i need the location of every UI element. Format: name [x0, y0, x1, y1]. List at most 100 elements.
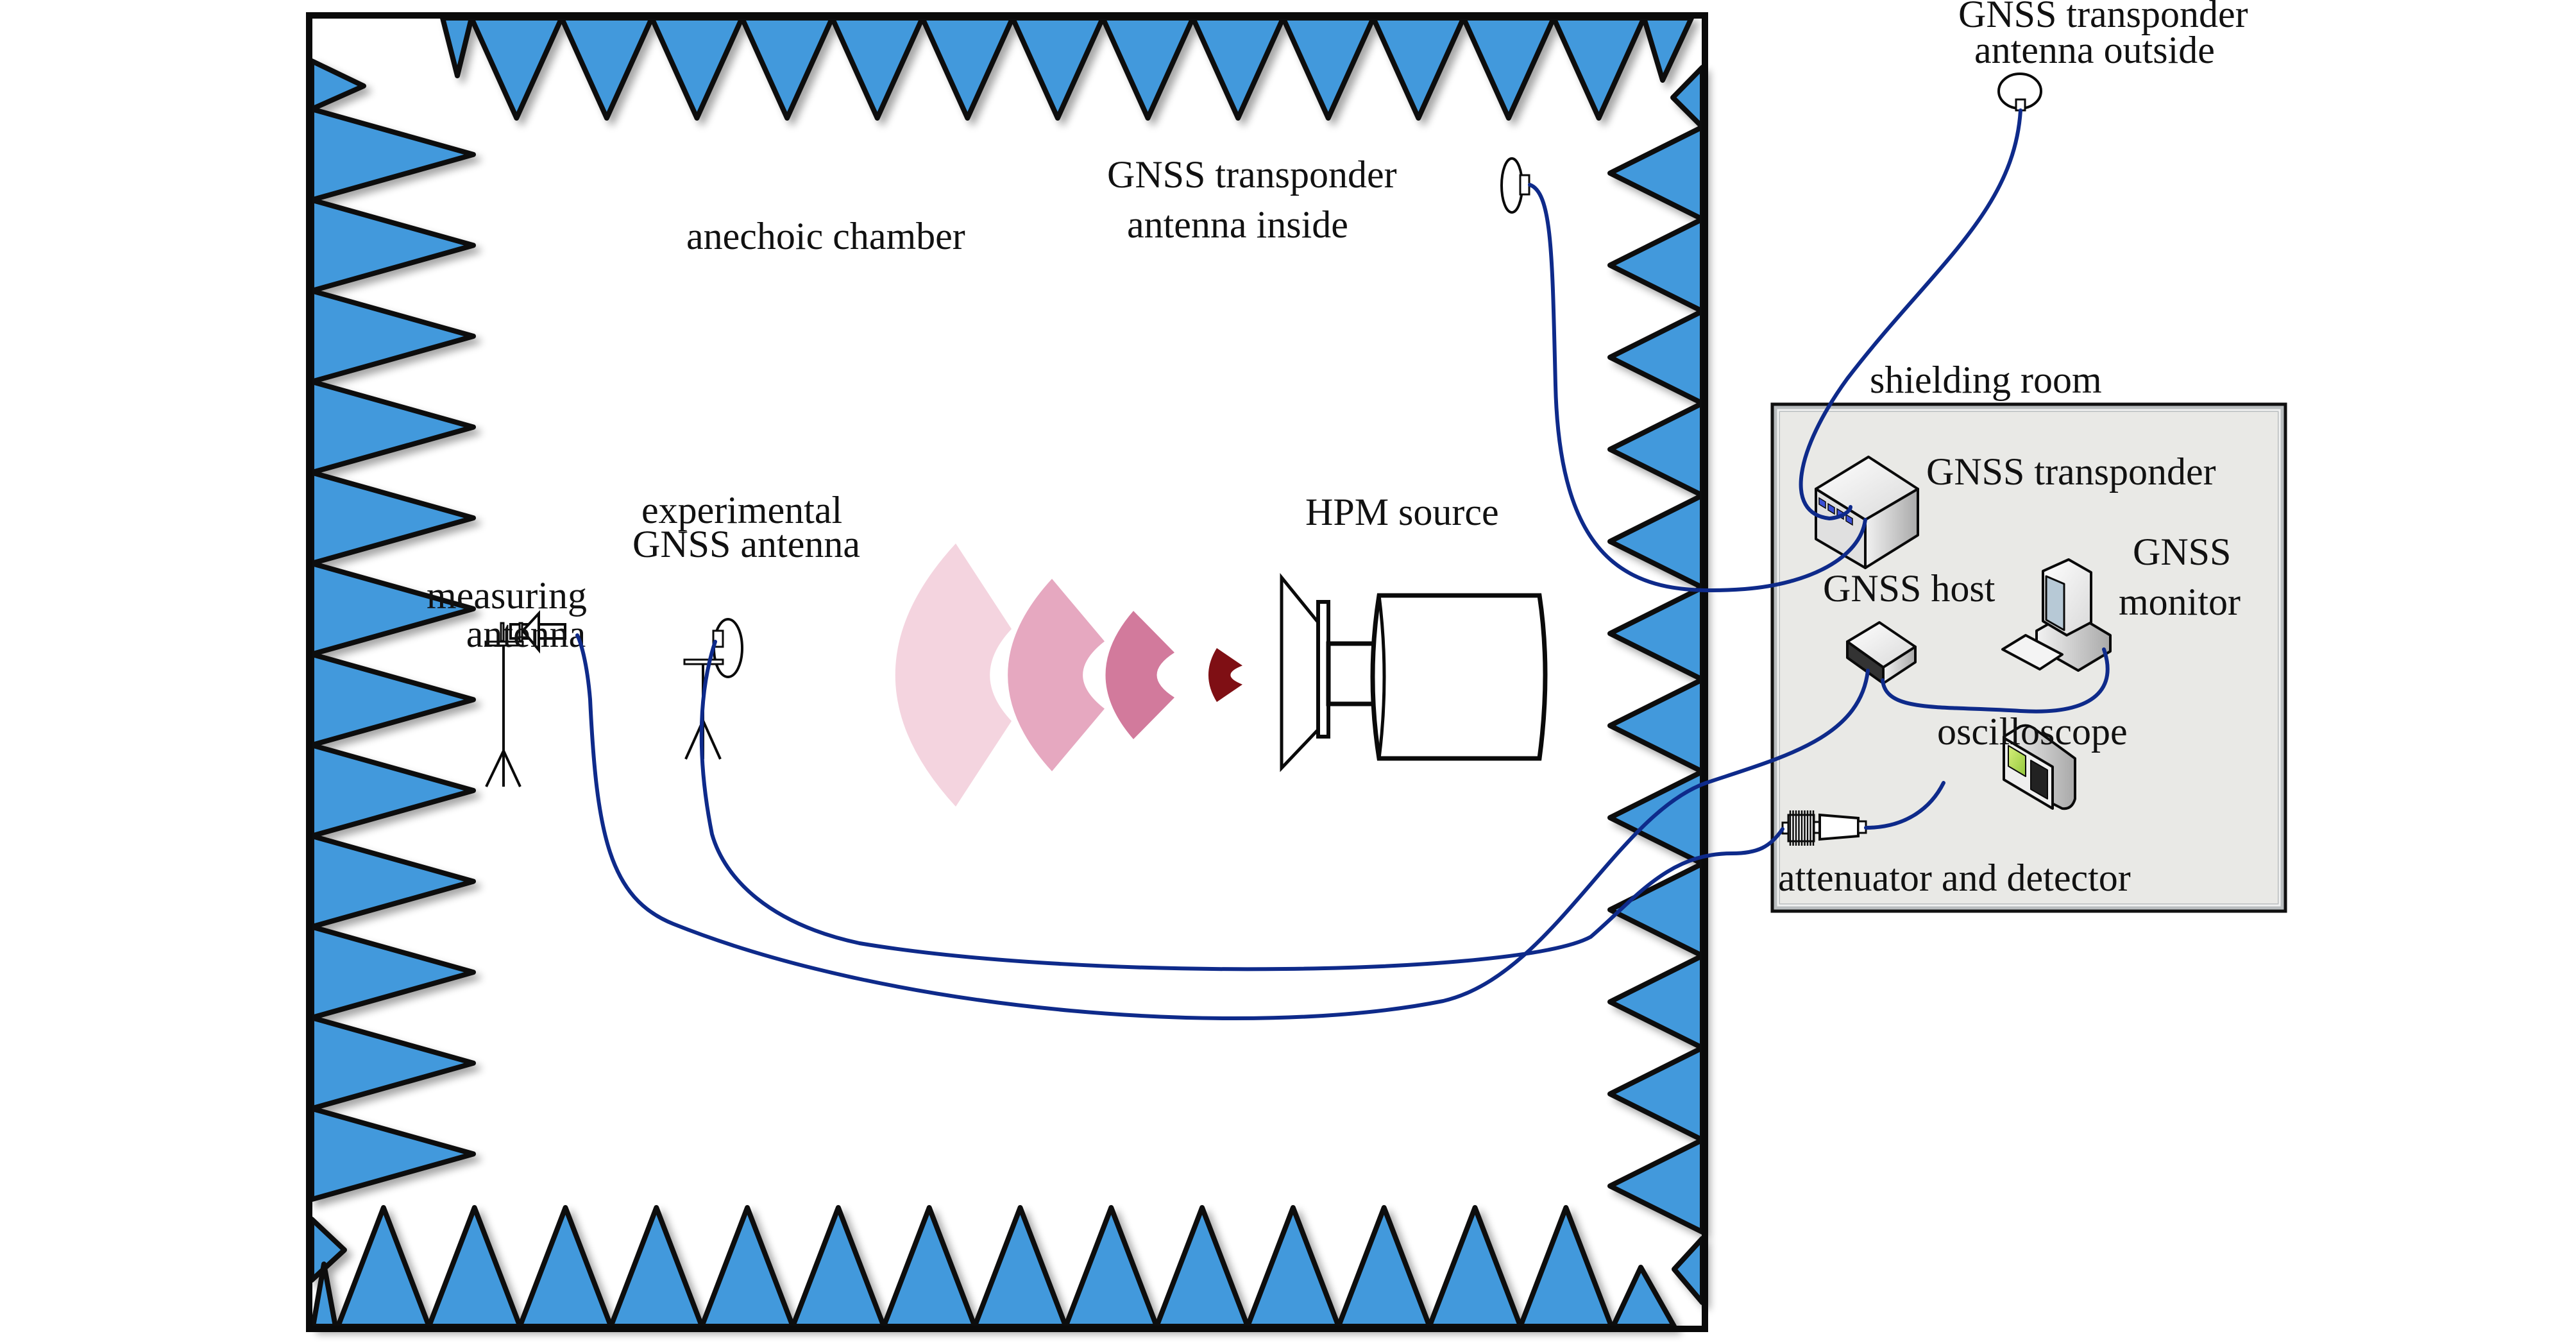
absorber-spike-top	[829, 15, 925, 121]
gnss-transponder-label: GNSS transponder	[1926, 450, 2216, 493]
absorber-spike-left	[309, 1106, 476, 1202]
absorber-spike-top	[1280, 15, 1376, 121]
absorber-spike-left	[309, 197, 476, 294]
waveguide	[1326, 641, 1377, 706]
transponder-antenna-outside	[1997, 73, 2042, 112]
absorber-spike-top	[1551, 15, 1647, 121]
attenuator-and-detector	[1781, 810, 1867, 846]
anechoic-chamber	[306, 12, 1708, 1332]
absorber-spike-bottom	[1154, 1205, 1250, 1329]
wave-arc-2	[1008, 579, 1105, 771]
absorber-spike-top	[739, 15, 835, 121]
anechoic-chamber-label: anechoic chamber	[686, 215, 965, 257]
wave-arc-1	[895, 543, 1012, 807]
measuring-tripod-leg-r	[502, 750, 521, 787]
absorber-spike-right	[1607, 400, 1705, 498]
shielding-room-bevel	[1777, 409, 2281, 907]
experimental-antenna-label-2: GNSS antenna	[632, 523, 860, 565]
absorber-spike-bottom	[881, 1205, 978, 1329]
absorber-spike-right	[1607, 769, 1705, 866]
wave-arc-3	[1105, 611, 1174, 739]
hpm-radiation-waves	[895, 543, 1242, 807]
absorber-spike-top	[440, 15, 474, 78]
absorber-spike-bottom	[1245, 1205, 1341, 1329]
absorber-spike-bottom	[1063, 1205, 1160, 1329]
absorber-spike-left	[309, 107, 476, 203]
experimental-gnss-antenna	[683, 618, 743, 760]
inside-antenna-label-1: GNSS transponder	[1107, 153, 1397, 196]
absorber-spike-bottom	[517, 1205, 614, 1329]
gnss-host-device	[1846, 621, 1917, 685]
measuring-antenna-horn	[521, 610, 540, 654]
measuring-tripod-leg-l	[485, 750, 505, 787]
absorber-spike-bottom	[426, 1205, 523, 1329]
inside-antenna-feed	[1519, 174, 1530, 196]
absorber-spike-right	[1607, 216, 1705, 314]
generator-rim	[1377, 595, 1386, 759]
experimental-antenna-mount	[683, 658, 724, 665]
gnss-monitor-label-1: GNSS	[2133, 531, 2231, 573]
absorber-spike-left	[309, 470, 476, 566]
transponder-port	[1827, 502, 1835, 515]
absorber-spike-left	[309, 1015, 476, 1111]
absorber-spike-left	[309, 379, 476, 475]
absorber-spike-left	[309, 924, 476, 1020]
gnss-monitor-computer	[2001, 558, 2112, 672]
cables	[575, 108, 2110, 1020]
keyboard	[2001, 634, 2063, 671]
experimental-antenna-dish	[713, 618, 743, 678]
gnss-host-label: GNSS host	[1823, 567, 1996, 610]
absorber-spike-right	[1672, 1236, 1705, 1305]
chamber-wall	[306, 12, 1708, 1332]
cable-host-to-monitor	[1881, 647, 2110, 714]
absorber-spike-top	[1371, 15, 1466, 121]
absorber-spike-top	[920, 15, 1015, 121]
absorber-spike-top	[1641, 15, 1694, 83]
monitor-screen	[2045, 575, 2065, 631]
scope-screen	[2008, 745, 2026, 777]
wave-arc-4	[1208, 648, 1242, 702]
transponder-port	[1818, 497, 1826, 509]
oscilloscope-label: oscilloscope	[1937, 710, 2128, 753]
absorber-spike-top	[1010, 15, 1106, 121]
transponder-antenna-inside	[1500, 157, 1530, 214]
detector-body	[1818, 813, 1860, 841]
measuring-antenna-label-1: measuring	[427, 574, 587, 617]
absorber-spike-top	[1461, 15, 1557, 121]
experimental-antenna-label-1: experimental	[641, 489, 842, 531]
attenuator-heatsink	[1787, 810, 1815, 846]
absorber-spike-bottom	[790, 1205, 886, 1329]
absorber-spikes	[309, 15, 1705, 1329]
inside-antenna-dish	[1500, 157, 1523, 214]
absorber-spike-bottom	[1518, 1205, 1614, 1329]
hpm-source-label: HPM source	[1305, 491, 1499, 533]
attenuator-detector-label: attenuator and detector	[1778, 857, 2131, 899]
absorber-spike-left	[309, 1217, 347, 1283]
outside-antenna-label-2: antenna outside	[1974, 29, 2215, 71]
absorber-spike-top	[559, 15, 655, 121]
absorber-spike-left	[309, 58, 366, 112]
absorber-spike-left	[309, 833, 476, 930]
absorber-spike-right	[1607, 585, 1705, 682]
cable-host-to-measuring-antenna	[575, 633, 1870, 1020]
transponder-port	[1845, 513, 1853, 526]
measuring-antenna-label-2: antenna	[466, 613, 586, 655]
absorber-spike-bottom	[1335, 1205, 1432, 1329]
absorber-spike-right	[1607, 677, 1705, 774]
absorber-spike-top	[469, 15, 564, 121]
absorber-spike-left	[309, 288, 476, 384]
absorber-spike-right	[1607, 1045, 1705, 1143]
absorber-spike-right	[1607, 953, 1705, 1050]
shielding-room-label: shielding room	[1870, 359, 2102, 401]
gnss-monitor-label-2: monitor	[2119, 581, 2241, 623]
absorber-spike-bottom	[972, 1205, 1069, 1329]
absorber-spike-bottom	[335, 1205, 432, 1329]
absorber-spike-left	[309, 742, 476, 839]
cable-detector-to-oscilloscope	[1864, 781, 1945, 830]
inside-antenna-label-2: antenna inside	[1127, 203, 1348, 246]
absorber-spike-top	[1100, 15, 1196, 121]
absorber-spike-right	[1607, 309, 1705, 406]
absorber-spike-top	[1190, 15, 1286, 121]
absorber-spike-left	[309, 651, 476, 748]
